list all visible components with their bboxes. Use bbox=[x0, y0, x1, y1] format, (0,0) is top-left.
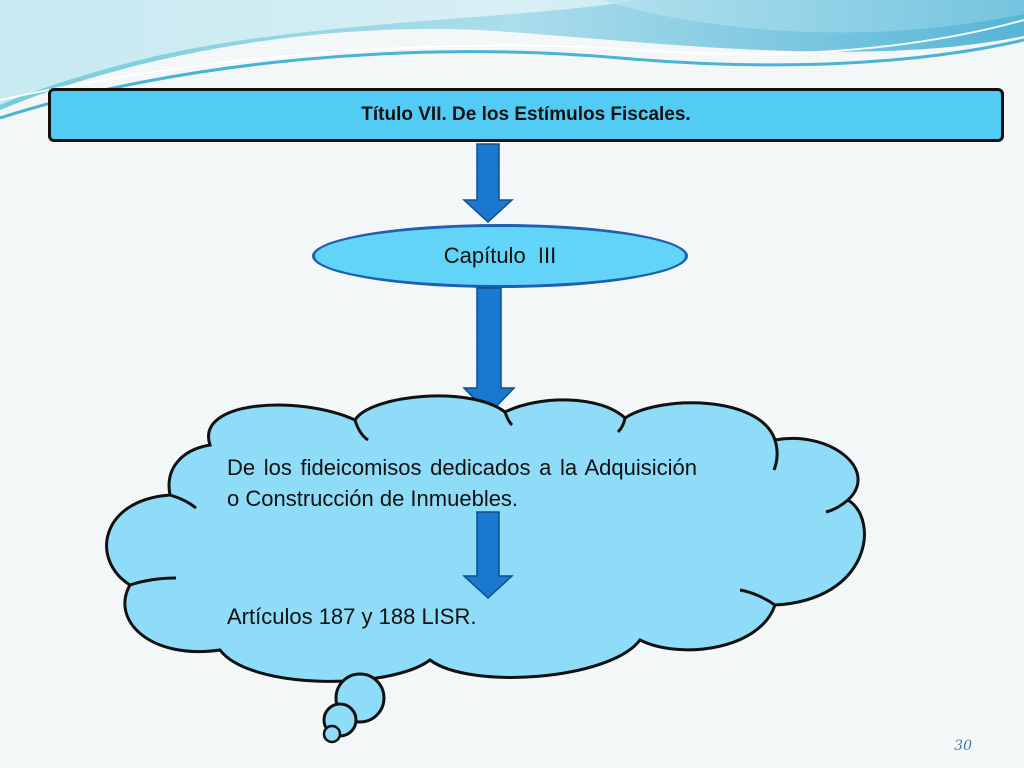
title-box: Título VII. De los Estímulos Fiscales. bbox=[48, 88, 1004, 142]
title-text: Título VII. De los Estímulos Fiscales. bbox=[361, 104, 691, 125]
cloud-description: De los fideicomisos dedicados a la Adqui… bbox=[227, 455, 697, 511]
chapter-ellipse: Capítulo III bbox=[312, 224, 688, 288]
chapter-text: Capítulo III bbox=[443, 243, 557, 268]
page-number: 30 bbox=[954, 738, 972, 754]
articles-text: Artículos 187 y 188 LISR. bbox=[227, 604, 477, 629]
